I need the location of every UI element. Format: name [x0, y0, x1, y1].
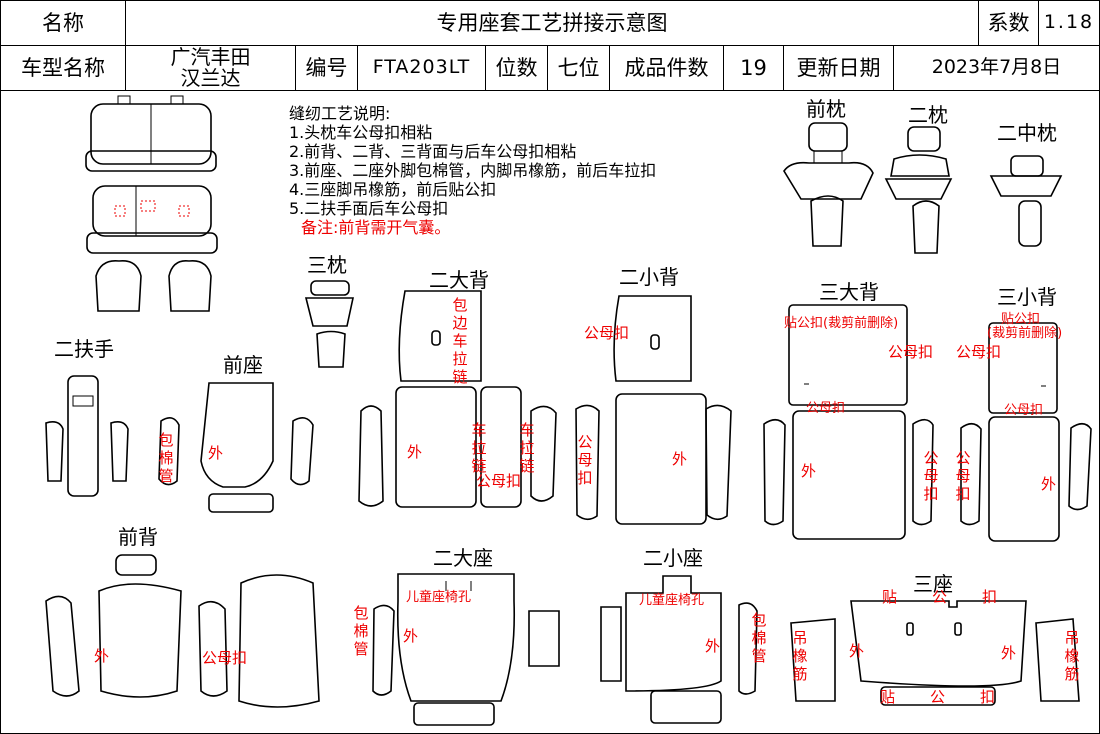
second-big-seat-drawing [372, 573, 560, 726]
notes-title: 缝纫工艺说明: [289, 104, 391, 123]
annotation-outer: 外 [849, 642, 865, 660]
notes-remark: 备注:前背需开气囊。 [301, 218, 451, 237]
annotation-buckle: 扣 [980, 688, 996, 706]
name-label: 名称 [1, 1, 126, 46]
coefficient-label: 系数 [979, 1, 1039, 46]
annotation-male: 公 [932, 588, 948, 606]
note-item: 5.二扶手面后车公母扣 [289, 199, 449, 218]
section-label-second-small-back: 二小背 [619, 265, 679, 289]
annotation-outer: 外 [407, 443, 423, 461]
annotation-snap-vertical: 公母扣 [955, 449, 971, 503]
date-label: 更新日期 [784, 46, 894, 91]
annotation-elastic: 吊橡筋 [1064, 629, 1080, 683]
annotation-outer: 外 [208, 444, 224, 462]
annotation-snap-vertical: 公母扣 [923, 449, 939, 503]
pieces-label: 成品件数 [610, 46, 724, 91]
second-headrest-drawing [884, 126, 953, 254]
annotation-snap-cut-b: (裁剪前删除) [987, 326, 1063, 341]
annotation-outer: 外 [672, 450, 688, 468]
front-back-drawing [45, 554, 320, 708]
sheet-title: 专用座套工艺拼接示意图 [126, 1, 979, 46]
front-seat-drawing [158, 382, 314, 513]
section-label-second-big-seat: 二大座 [433, 546, 493, 570]
section-label-front-back: 前背 [118, 525, 158, 549]
section-label-second-big-back: 二大背 [429, 268, 489, 292]
section-label-third-headrest: 三枕 [307, 253, 347, 277]
seat-overview-drawing [85, 95, 218, 312]
second-small-back-drawing [575, 295, 732, 525]
section-label-third-seat: 三座 [913, 572, 953, 596]
code-value: FTA203LT [358, 46, 486, 91]
annotation-snap: 公母扣 [1004, 403, 1044, 418]
section-label-second-small-seat: 二小座 [643, 546, 703, 570]
model-label: 车型名称 [1, 46, 126, 91]
annotation-outer: 外 [403, 627, 419, 645]
annotation-piping: 包棉管 [353, 604, 369, 658]
annotation-elastic: 吊橡筋 [792, 629, 808, 683]
coefficient-value: 1.18 [1039, 1, 1099, 46]
second-armrest-drawing [45, 375, 129, 497]
section-label-third-small-back: 三小背 [997, 285, 1057, 309]
annotation-snap: 公母扣 [202, 649, 248, 667]
annotation-snap-cut: 贴公扣(裁剪前删除) [784, 316, 899, 331]
annotation-outer: 外 [1041, 475, 1057, 493]
code-label: 编号 [296, 46, 358, 91]
annotation-outer: 外 [801, 462, 817, 480]
note-item: 2.前背、二背、三背面与后车公母扣相粘 [289, 142, 577, 161]
section-label-second-armrest: 二扶手 [54, 337, 114, 361]
section-label-front-headrest: 前枕 [806, 97, 846, 121]
annotation-snap-vertical: 公母扣 [577, 433, 593, 487]
third-big-back-drawing [763, 304, 934, 540]
model-name-line1: 广汽丰田 [170, 45, 251, 69]
annotation-snap: 公母扣 [584, 324, 630, 342]
note-item: 4.三座脚吊橡筋，前后贴公扣 [289, 180, 497, 199]
annotation-piping: 包棉管 [158, 431, 174, 485]
annotation-snap-cut-a: 贴公扣 [1001, 312, 1041, 327]
annotation-zip: 车拉链 [519, 421, 535, 475]
sewing-notes: 缝纫工艺说明: 1.头枕车公母扣相粘 2.前背、二背、三背面与后车公母扣相粘 3… [289, 104, 656, 237]
model-name-line2: 汉兰达 [180, 66, 241, 90]
annotation-outer: 外 [705, 637, 721, 655]
front-headrest-drawing [783, 122, 874, 247]
seats-value: 七位 [548, 46, 610, 91]
annotation-child-seat: 儿童座椅孔 [406, 590, 472, 605]
annotation-male: 公 [930, 688, 946, 706]
note-item: 1.头枕车公母扣相粘 [289, 123, 433, 142]
annotation-child-seat: 儿童座椅孔 [639, 593, 705, 608]
section-label-second-mid-headrest: 二中枕 [997, 121, 1057, 145]
second-mid-headrest-drawing [989, 155, 1063, 247]
annotation-piping: 包棉管 [751, 611, 767, 665]
annotation-zip: 车拉链 [471, 421, 487, 475]
annotation-buckle: 扣 [982, 588, 998, 606]
section-label-third-big-back: 三大背 [819, 280, 879, 304]
seats-label: 位数 [486, 46, 548, 91]
annotation-stick: 贴 [882, 588, 898, 606]
model-name: 广汽丰田 汉兰达 [126, 46, 296, 91]
annotation-snap: 公母扣 [956, 343, 1002, 361]
section-label-front-seat: 前座 [223, 353, 263, 377]
third-headrest-drawing [304, 280, 354, 368]
second-small-seat-drawing [600, 575, 758, 724]
date-value: 2023年7月8日 [894, 46, 1099, 91]
third-small-back-drawing [960, 322, 1092, 542]
annotation-snap: 公母扣 [888, 343, 934, 361]
annotation-snap: 公母扣 [806, 401, 846, 416]
note-item: 3.前座、二座外脚包棉管，内脚吊橡筋，前后车拉扣 [289, 161, 657, 180]
annotation-edge-zip: 包边车拉链 [452, 296, 468, 386]
annotation-snap: 公母扣 [476, 472, 522, 490]
third-seat-drawing [790, 600, 1080, 706]
annotation-outer: 外 [94, 647, 110, 665]
annotation-outer: 外 [1001, 644, 1017, 662]
second-big-back-drawing [358, 290, 557, 508]
pieces-value: 19 [724, 46, 784, 91]
annotation-stick: 贴 [880, 688, 896, 706]
section-label-second-headrest: 二枕 [908, 103, 948, 127]
